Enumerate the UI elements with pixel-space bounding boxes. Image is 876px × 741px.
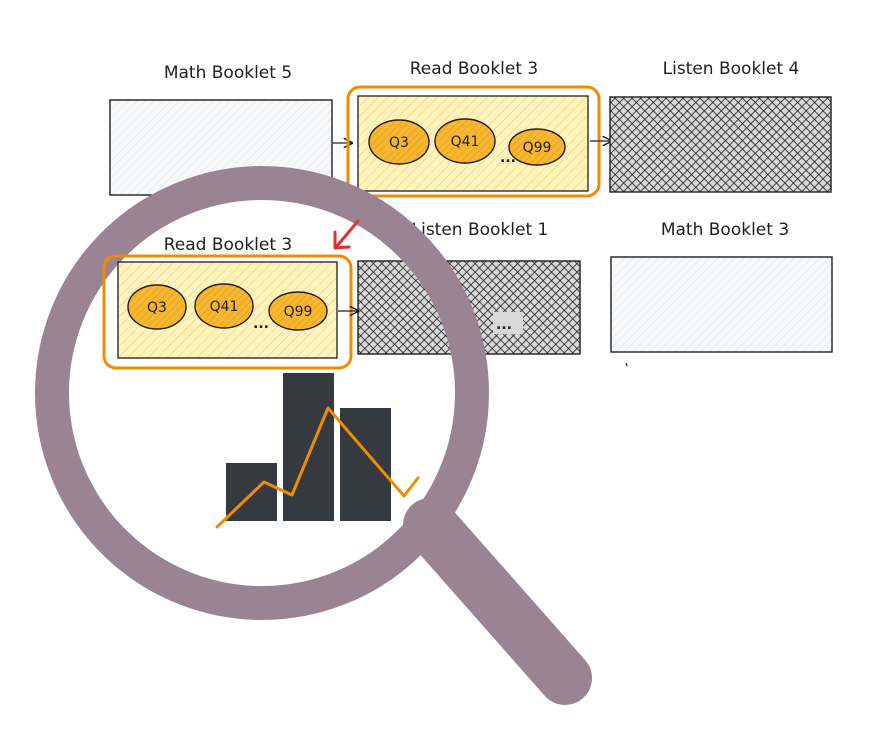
question-q99: Q99	[508, 128, 566, 166]
question-q41: Q41	[194, 283, 254, 329]
ellipsis: ...	[496, 317, 512, 333]
booklet-listen-4: Listen Booklet 4	[609, 59, 832, 193]
booklet-title: Math Booklet 5	[164, 63, 292, 83]
booklet-title: Math Booklet 3	[661, 220, 789, 240]
booklet-title: Listen Booklet 1	[412, 220, 549, 240]
trend-line-icon	[215, 406, 420, 529]
ellipsis: ...	[253, 316, 269, 332]
booklet-box	[610, 256, 833, 353]
question-label: Q41	[451, 134, 480, 150]
red-pointer-arrow-icon	[333, 219, 360, 250]
booklet-title: Read Booklet 3	[410, 59, 539, 79]
booklet-read-3: Read Booklet 3 Q3 Q41 ... Q99	[346, 59, 601, 198]
booklet-title: Listen Booklet 4	[663, 59, 800, 79]
question-label: Q41	[210, 299, 239, 315]
question-label: Q3	[389, 135, 409, 151]
booklet-title: Read Booklet 3	[164, 235, 293, 255]
question-q3: Q3	[127, 284, 187, 330]
question-label: Q99	[523, 140, 552, 156]
question-label: Q3	[147, 300, 167, 316]
question-q99: Q99	[268, 291, 328, 331]
question-label: Q99	[284, 304, 313, 320]
question-q3: Q3	[368, 119, 430, 165]
question-q41: Q41	[434, 118, 496, 164]
booklet-box	[609, 96, 832, 193]
booklet-math-3: Math Booklet 3	[610, 220, 833, 353]
bar-chart-icon	[226, 373, 391, 521]
magnifying-glass-icon	[35, 166, 592, 705]
booklet-read-3-zoomed: Read Booklet 3 Q3 Q41 ... Q99	[102, 235, 353, 370]
